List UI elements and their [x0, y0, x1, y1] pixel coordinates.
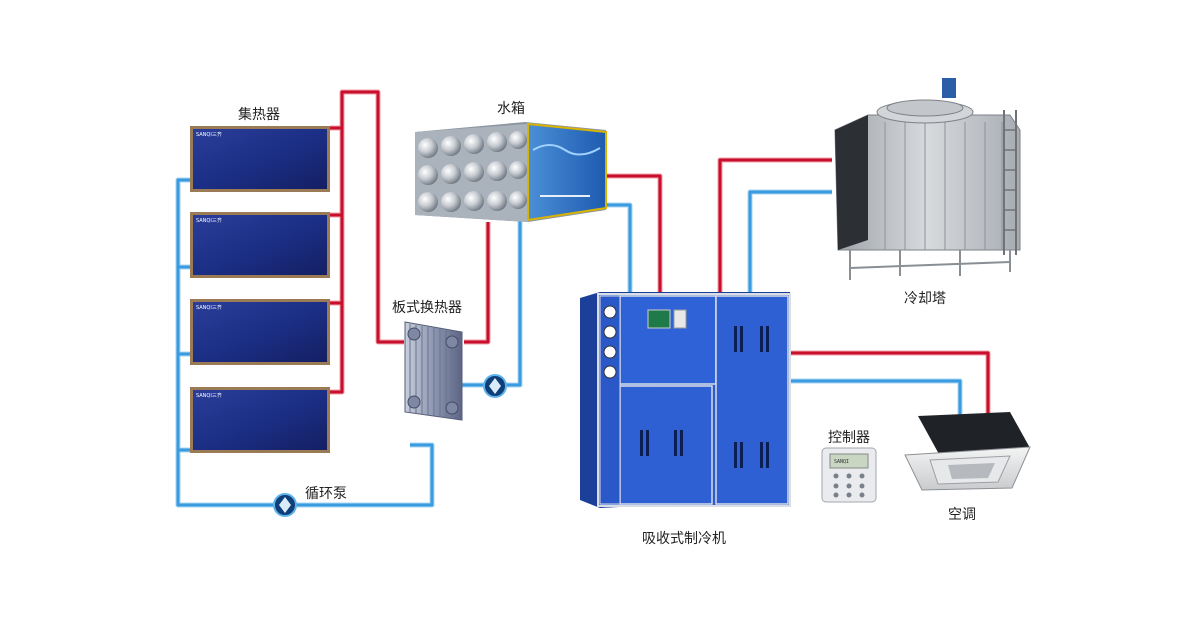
controller-label: 控制器	[828, 430, 870, 446]
collector-brand-label: SANQI三齐	[196, 217, 222, 224]
solar-collector-panel: SANQI三齐	[190, 387, 330, 453]
chiller-gauges	[603, 305, 617, 379]
tank-sphere-grid	[418, 131, 527, 212]
cooling-tower	[834, 78, 1021, 280]
controller-device: SANQI	[821, 447, 877, 503]
collector-circulation-pump	[273, 493, 297, 517]
solar-collector-panel: SANQI三齐	[190, 126, 330, 192]
tank-circulation-pump	[483, 374, 507, 398]
water-tank	[415, 122, 607, 222]
plate-heat-exchanger	[404, 321, 463, 421]
absorption-chiller-label: 吸收式制冷机	[642, 531, 726, 547]
cooling-tower-label: 冷却塔	[904, 291, 946, 307]
cassette-air-conditioner	[904, 412, 1031, 491]
collector-brand-label: SANQI三齐	[196, 392, 222, 399]
chiller-vents	[640, 326, 769, 468]
chiller-control-display	[647, 309, 671, 329]
plate-heat-exchanger-label: 板式换热器	[392, 300, 462, 316]
water-tank-label: 水箱	[497, 101, 525, 117]
collector-brand-label: SANQI三齐	[196, 304, 222, 311]
controller-brand: SANQI	[834, 459, 849, 465]
air-conditioner-label: 空调	[948, 507, 976, 523]
circulation-pump-label: 循环泵	[305, 486, 347, 502]
solar-collector-panel: SANQI三齐	[190, 212, 330, 278]
solar-collector-panel: SANQI三齐	[190, 299, 330, 365]
collector-brand-label: SANQI三齐	[196, 131, 222, 138]
hot-pipes	[330, 89, 991, 418]
solar-collector-array: SANQI三齐 SANQI三齐 SANQI三齐 SANQI三齐	[190, 126, 330, 453]
absorption-chiller	[580, 292, 791, 508]
collector-label: 集热器	[238, 107, 280, 123]
